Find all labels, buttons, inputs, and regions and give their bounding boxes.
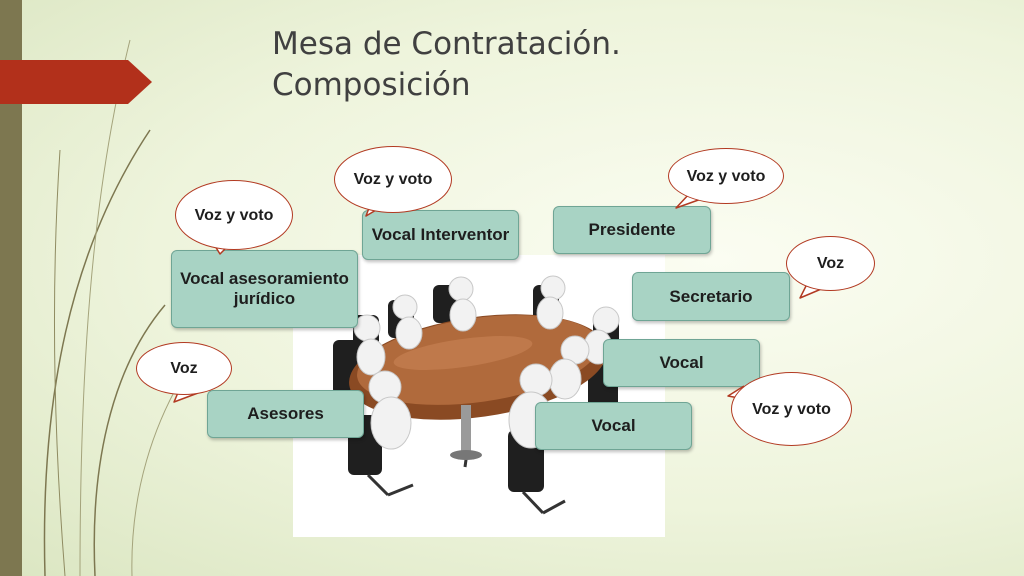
left-accent-bar <box>0 0 22 576</box>
role-asesores: Asesores <box>207 390 364 438</box>
role-vocal-interventor: Vocal Interventor <box>362 210 519 260</box>
page-title: Mesa de Contratación. Composición <box>272 24 621 106</box>
role-presidente: Presidente <box>553 206 711 254</box>
speech-bubble-asesores: Voz <box>136 342 232 395</box>
role-secretario: Secretario <box>632 272 790 321</box>
role-vocal-bottom: Vocal <box>535 402 692 450</box>
role-vocal-right: Vocal <box>603 339 760 387</box>
speech-bubble-secretario: Voz <box>786 236 875 291</box>
meeting-illustration <box>333 275 620 515</box>
speech-bubble-interventor: Voz y voto <box>334 146 452 213</box>
role-vocal-asesoramiento-juridico: Vocal asesoramiento jurídico <box>171 250 358 328</box>
title-arrow-icon <box>0 60 152 104</box>
speech-bubble-presidente: Voz y voto <box>668 148 784 204</box>
title-line-2: Composición <box>272 67 471 103</box>
speech-bubble-vocal: Voz y voto <box>731 372 852 446</box>
decorative-curves <box>43 39 201 576</box>
title-line-1: Mesa de Contratación. <box>272 26 621 62</box>
speech-bubble-juridico: Voz y voto <box>175 180 293 250</box>
